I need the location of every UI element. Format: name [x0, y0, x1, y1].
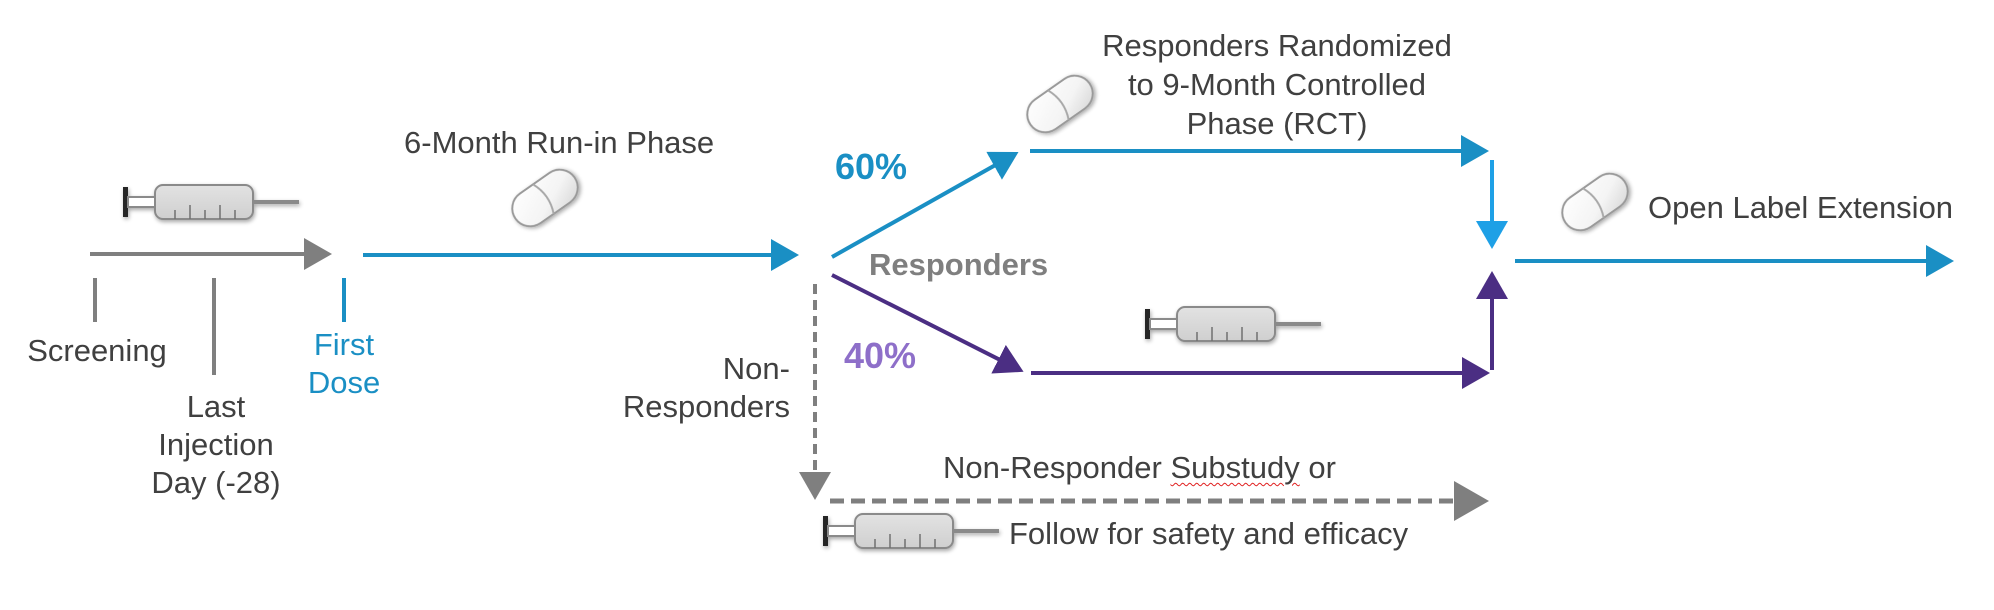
substudy-prefix: Non-Responder: [943, 450, 1171, 485]
last-injection-line-3: Day (-28): [151, 465, 281, 500]
first-dose-line-1: First: [313, 327, 375, 362]
follow-safety-label: Follow for safety and efficacy: [1009, 516, 1409, 551]
rct-line-2: to 9-Month Controlled: [1127, 67, 1427, 102]
non-responder-substudy-label: Non-Responder Substudy or: [943, 449, 1336, 487]
last-injection-line-2: Injection: [158, 427, 274, 462]
run-in-phase-label: 6-Month Run-in Phase: [404, 125, 715, 160]
screening-label: Screening: [27, 333, 167, 368]
last-injection-label: Last Injection Day (-28): [136, 388, 296, 502]
rct-line-3: Phase (RCT): [1186, 106, 1368, 141]
last-injection-line-1: Last: [186, 389, 246, 424]
rct-line-1: Responders Randomized: [1102, 28, 1452, 63]
injection-branch-arrow: [831, 273, 1024, 374]
substudy-suffix: or: [1299, 450, 1336, 485]
non-responders-label: Non- Responders: [590, 350, 790, 426]
first-dose-label: First Dose: [284, 326, 404, 402]
responders-branch-arrow: [831, 151, 1019, 259]
responders-percent: 60%: [835, 146, 908, 187]
rct-phase-label: Responders Randomized to 9-Month Control…: [1077, 26, 1477, 143]
first-dose-line-2: Dose: [307, 365, 381, 400]
syringe-icon: [1143, 305, 1323, 343]
syringe-icon: [121, 183, 301, 221]
responders-label: Responders: [869, 247, 1049, 282]
pill-capsule-icon: [1554, 165, 1636, 239]
pill-capsule-icon: [504, 161, 586, 235]
injection-percent: 40%: [844, 335, 917, 376]
syringe-icon: [821, 512, 1001, 550]
non-responders-line-1: Non-: [722, 351, 790, 386]
non-responders-line-2: Responders: [622, 389, 790, 424]
ole-label: Open Label Extension: [1648, 190, 1954, 225]
substudy-flagged-word: Substudy: [1170, 450, 1300, 485]
